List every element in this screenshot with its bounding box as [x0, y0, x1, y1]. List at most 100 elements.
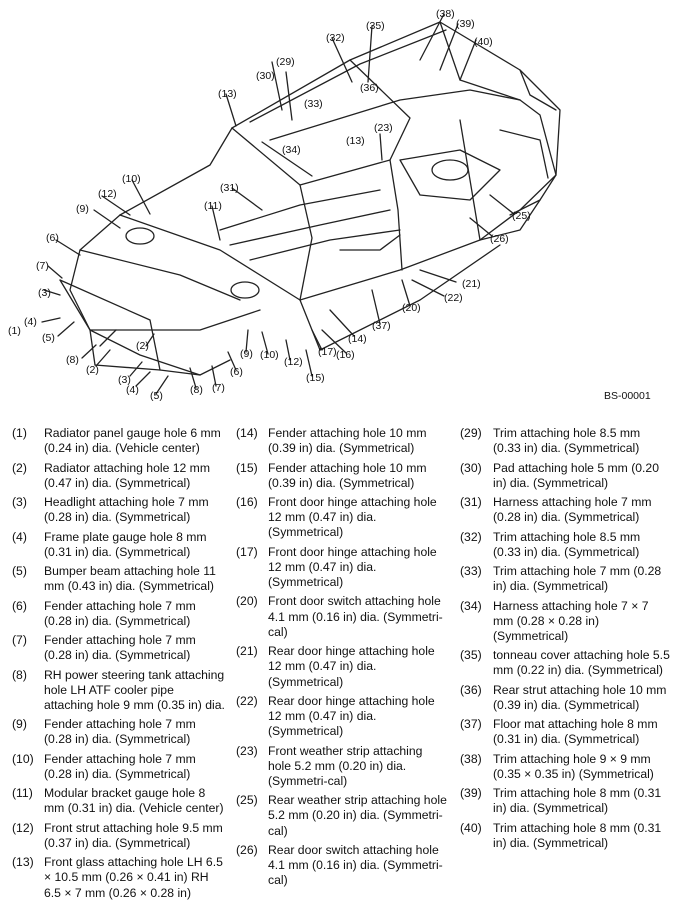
legend-item-number: (40): [460, 820, 482, 835]
legend-item: (2) Radiator attaching hole 12 mm (0.47 i…: [12, 461, 226, 491]
legend-item: (39)Trim attaching hole 8 mm (0.31 in) d…: [460, 786, 670, 816]
callout-label: (29): [276, 56, 295, 68]
legend-item-number: (17): [236, 544, 258, 559]
legend-item: (7)Fender attaching hole 7 mm (0.28 in) …: [12, 633, 226, 663]
legend-item: (4)Frame plate gauge hole 8 mm (0.31 in)…: [12, 530, 226, 560]
callout-label: (35): [366, 20, 385, 32]
legend-item: (8)RH power steering tank attaching hole…: [12, 668, 226, 714]
legend-item: (9)Fender attaching hole 7 mm (0.28 in) …: [12, 717, 226, 747]
legend-item-text: Radiator panel gauge hole 6 mm (0.24 in)…: [44, 426, 221, 456]
legend-item-number: (31): [460, 495, 482, 509]
callout-label: (5): [150, 390, 163, 402]
legend-item-text: Trim attaching hole 7 mm (0.28 in) dia. …: [493, 564, 662, 594]
legend-item: (23)Front weather strip attaching hole 5…: [236, 744, 448, 790]
callout-label: (16): [336, 349, 355, 361]
callout-label: (7): [36, 260, 49, 272]
legend-item-number: (6): [12, 598, 27, 613]
legend-item-text: Modular bracket gauge hole 8 mm (0.31 in…: [44, 786, 224, 816]
callout-label: (10): [260, 349, 279, 361]
legend-item: (6)Fender attaching hole 7 mm (0.28 in) …: [12, 599, 226, 629]
legend-item-number: (36): [460, 682, 482, 697]
legend-item-text: Front door hinge attaching hole 12 mm (0…: [268, 495, 437, 540]
callout-label: (22): [444, 292, 463, 304]
callout-label: (40): [474, 36, 493, 48]
callout-label: (26): [490, 233, 509, 245]
legend-item: (22)Rear door hinge attaching hole 12 mm…: [236, 694, 448, 740]
legend-item-text: Front door switch attaching hole 4.1 mm …: [268, 594, 443, 639]
callout-label: (13): [346, 135, 365, 147]
legend-item-number: (22): [236, 693, 258, 708]
legend-item: (33) Trim attaching hole 7 mm (0.28 in) d…: [460, 564, 670, 594]
legend-item-number: (21): [236, 644, 258, 659]
legend-item: (34)Harness attaching hole 7 × 7 mm (0.2…: [460, 599, 670, 645]
legend-item-number: (23): [236, 743, 258, 758]
legend-item-number: (1): [12, 426, 27, 440]
legend-item: (31) Harness attaching hole 7 mm (0.28 in…: [460, 495, 670, 525]
legend-item-text: Harness attaching hole 7 × 7 mm (0.28 × …: [493, 598, 649, 643]
legend-item-text: Fender attaching hole 7 mm (0.28 in) dia…: [44, 717, 196, 747]
legend-item-text: Trim attaching hole 8 mm (0.31 in) dia. …: [493, 820, 662, 850]
legend-column-2: (14) Fender attaching hole 10 mm (0.39 in…: [236, 426, 448, 893]
legend-item-number: (4): [12, 529, 27, 544]
legend-item-number: (13): [12, 855, 34, 870]
legend-item-text: Trim attaching hole 9 × 9 mm (0.35 × 0.3…: [493, 751, 654, 781]
callout-label: (6): [46, 232, 59, 244]
legend-item: (17) Front door hinge attaching hole 12 m…: [236, 545, 448, 591]
legend-item-text: Fender attaching hole 7 mm (0.28 in) dia…: [44, 633, 196, 663]
callout-label: (6): [230, 366, 243, 378]
legend-item: (38)Trim attaching hole 9 × 9 mm (0.35 ×…: [460, 752, 670, 782]
legend-item-number: (26): [236, 842, 258, 857]
legend-item-number: (20): [236, 594, 258, 609]
legend-item-text: Radiator attaching hole 12 mm (0.47 in) …: [44, 460, 210, 490]
legend-item-number: (30): [460, 460, 482, 475]
figure-code: BS-00001: [604, 390, 651, 402]
legend-item-number: (10): [12, 751, 34, 766]
legend-item: (40) Trim attaching hole 8 mm (0.31 in) d…: [460, 821, 670, 851]
legend-item-text: Trim attaching hole 8 mm (0.31 in) dia. …: [493, 786, 662, 816]
legend-item-text: Front strut attaching hole 9.5 mm (0.37 …: [44, 820, 223, 850]
legend-item-number: (15): [236, 460, 258, 475]
callout-label: (9): [76, 203, 89, 215]
callout-label: (31): [220, 182, 239, 194]
callout-label: (8): [66, 354, 79, 366]
legend-item: (26)Rear door switch attaching hole 4.1 …: [236, 843, 448, 889]
legend-item-text: Fender attaching hole 7 mm (0.28 in) dia…: [44, 751, 196, 781]
vehicle-body-diagram: [0, 0, 676, 412]
legend-item: (1) Radiator panel gauge hole 6 mm (0.24 …: [12, 426, 226, 456]
callout-label: (13): [218, 88, 237, 100]
legend-item-number: (29): [460, 426, 482, 440]
callout-label: (17): [318, 346, 337, 358]
legend-item: (10) Fender attaching hole 7 mm (0.28 in)…: [12, 752, 226, 782]
callout-label: (38): [436, 8, 455, 20]
legend-item: (14) Fender attaching hole 10 mm (0.39 in…: [236, 426, 448, 456]
legend-item-number: (8): [12, 667, 27, 682]
legend-item-text: Trim attaching hole 8.5 mm (0.33 in) dia…: [493, 529, 641, 559]
callout-label: (2): [86, 364, 99, 376]
legend-item-number: (2): [12, 460, 27, 475]
callout-label: (14): [348, 333, 367, 345]
legend-item-number: (14): [236, 426, 258, 440]
legend-item-number: (11): [12, 786, 33, 801]
callout-label: (25): [512, 210, 531, 222]
callout-label: (23): [374, 122, 393, 134]
callout-label: (3): [118, 374, 131, 386]
callout-label: (15): [306, 372, 325, 384]
callout-label: (21): [462, 278, 481, 290]
legend-item-text: Fender attaching hole 10 mm (0.39 in) di…: [268, 426, 427, 456]
legend-item-number: (37): [460, 717, 482, 732]
callout-label: (34): [282, 144, 301, 156]
callout-label: (12): [98, 188, 117, 200]
legend-item-text: Harness attaching hole 7 mm (0.28 in) di…: [493, 495, 652, 525]
legend-item-text: Floor mat attaching hole 8 mm (0.31 in) …: [493, 717, 658, 747]
legend-item: (20) Front door switch attaching hole 4.1…: [236, 594, 448, 640]
callout-label: (4): [126, 384, 139, 396]
callout-label: (30): [256, 70, 275, 82]
callout-label: (32): [326, 32, 345, 44]
legend-item-number: (3): [12, 495, 27, 509]
legend-item-text: tonneau cover attaching hole 5.5 mm (0.2…: [493, 648, 670, 678]
legend-item: (15)Fender attaching hole 10 mm (0.39 in…: [236, 461, 448, 491]
callout-label: (36): [360, 82, 379, 94]
legend-item-text: Front door hinge attaching hole 12 mm (0…: [268, 544, 437, 590]
legend-item: (11) Modular bracket gauge hole 8 mm (0.3…: [12, 786, 226, 816]
legend-item-number: (33): [460, 564, 482, 578]
